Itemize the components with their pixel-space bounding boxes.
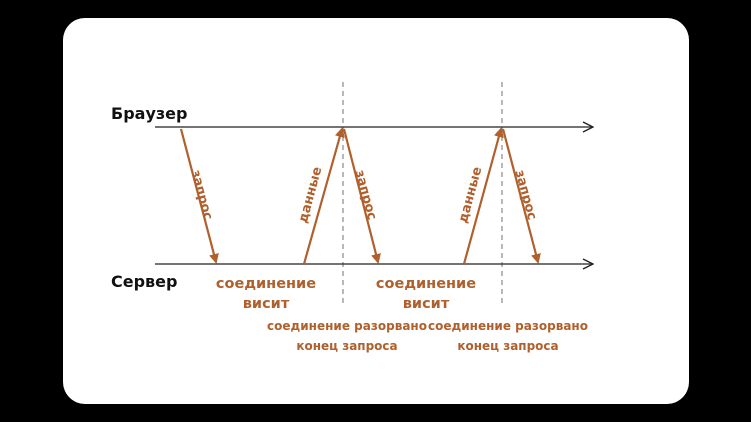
hang-label-2-line1: соединение bbox=[376, 276, 476, 292]
hang-label-1-line1: соединение bbox=[216, 276, 316, 292]
note-2-line2: конец запроса bbox=[457, 339, 558, 353]
hang-label-2-line2: висит bbox=[403, 296, 450, 312]
data-arrow-2 bbox=[462, 127, 504, 265]
request-label-1: запрос bbox=[188, 168, 216, 221]
request-label-2: запрос bbox=[352, 168, 380, 221]
browser-label: Браузер bbox=[111, 104, 187, 123]
note-1-line1: соединение разорвано bbox=[267, 319, 427, 333]
server-label: Сервер bbox=[111, 272, 177, 291]
data-arrow-1 bbox=[302, 127, 345, 265]
data-label-2: данные bbox=[456, 165, 485, 225]
hang-label-1-line2: висит bbox=[243, 296, 290, 312]
note-1-line2: конец запроса bbox=[296, 339, 397, 353]
request-label-3: запрос bbox=[512, 168, 540, 221]
data-label-1: данные bbox=[296, 165, 325, 225]
request-arrow-1 bbox=[179, 128, 219, 264]
request-arrow-3 bbox=[501, 128, 541, 264]
diagram-card bbox=[63, 18, 689, 404]
request-arrow-2 bbox=[342, 128, 381, 264]
note-2-line1: соединение разорвано bbox=[428, 319, 588, 333]
